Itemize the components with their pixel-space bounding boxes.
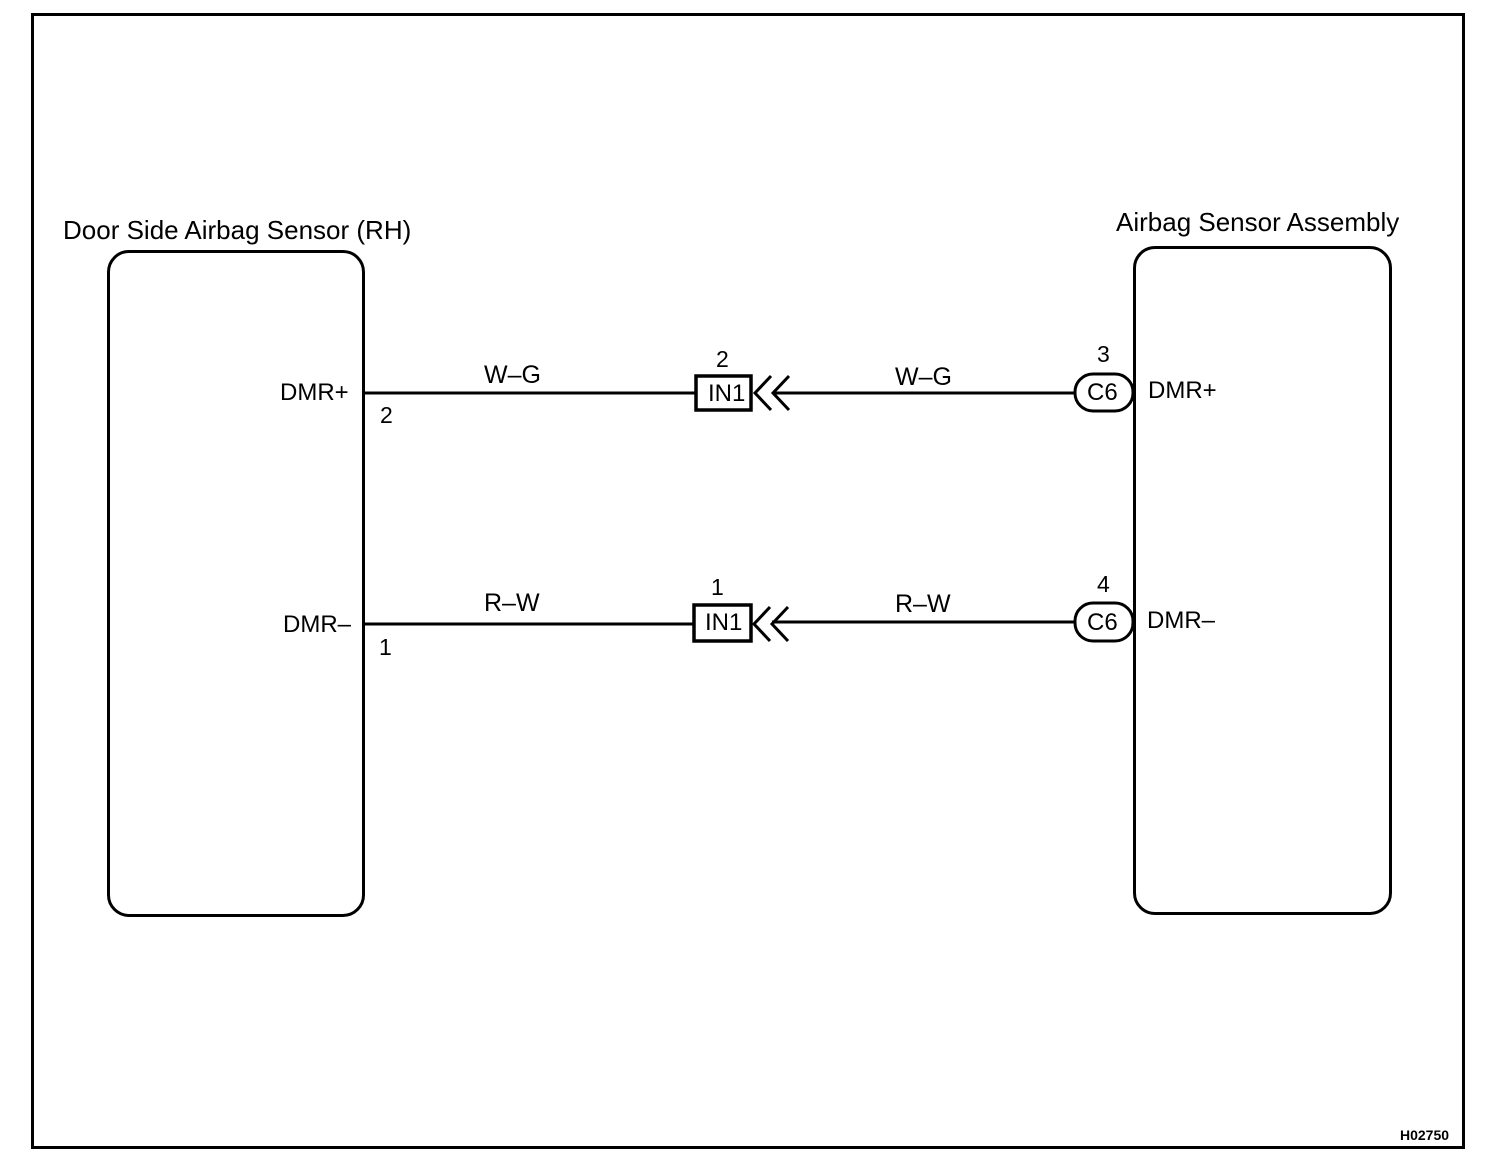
connector-arrow-icon xyxy=(769,605,790,643)
connector-arrow-icon xyxy=(751,605,772,643)
left-pin-dmr-plus-number: 2 xyxy=(380,402,393,428)
left-pin-dmr-minus-label: DMR– xyxy=(283,611,352,638)
diagram-frame xyxy=(31,13,1465,1149)
junction-pin-number: 1 xyxy=(711,574,724,600)
wire-color-label: R–W xyxy=(895,590,951,618)
right-pin-dmr-minus-label: DMR– xyxy=(1147,607,1216,634)
connector-c6-label: C6 xyxy=(1087,609,1118,636)
left-component-box xyxy=(107,250,365,917)
connector-arrow-icon xyxy=(752,374,773,412)
right-pin-dmr-plus-label: DMR+ xyxy=(1148,377,1217,404)
junction-pin-number: 2 xyxy=(716,346,729,372)
right-pin-dmr-minus-number: 4 xyxy=(1097,571,1110,597)
left-component-title: Door Side Airbag Sensor (RH) xyxy=(63,215,412,245)
junction-in1-lower xyxy=(692,603,753,643)
left-pin-dmr-minus-number: 1 xyxy=(379,634,392,660)
left-pin-dmr-plus-label: DMR+ xyxy=(280,379,349,406)
wire-color-label: W–G xyxy=(484,361,541,389)
right-component-box xyxy=(1133,246,1392,915)
right-component-title: Airbag Sensor Assembly xyxy=(1116,207,1400,237)
connector-c6-lower xyxy=(1073,601,1135,643)
junction-in1-upper xyxy=(694,374,753,412)
connector-c6-label: C6 xyxy=(1087,379,1118,406)
diagram-code: H02750 xyxy=(1400,1127,1450,1143)
wire-color-label: R–W xyxy=(484,589,540,617)
right-pin-dmr-plus-number: 3 xyxy=(1097,341,1110,367)
junction-label: IN1 xyxy=(705,609,743,636)
junction-label: IN1 xyxy=(708,380,746,407)
wire-color-label: W–G xyxy=(895,363,952,391)
